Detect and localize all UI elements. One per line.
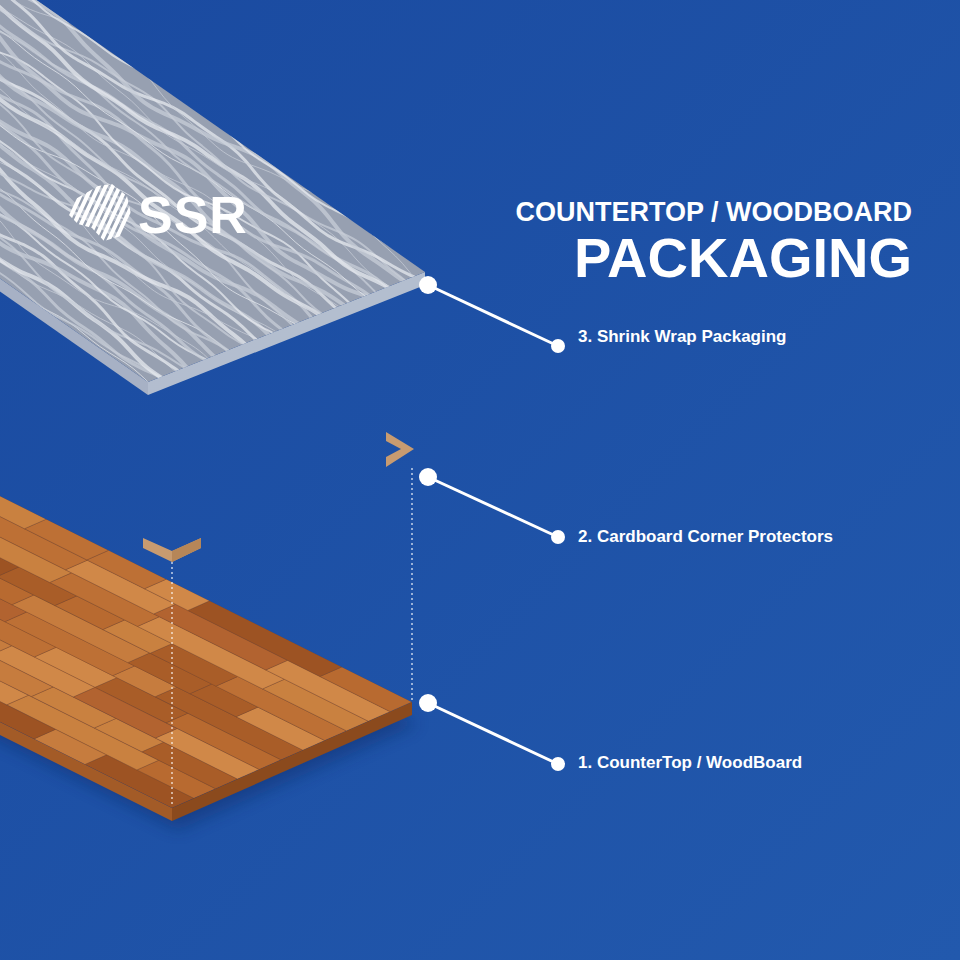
leader-lines: [419, 276, 565, 771]
title: PACKAGING: [574, 226, 912, 290]
wood-board: [0, 302, 418, 830]
subtitle: COUNTERTOP / WOODBOARD: [515, 197, 912, 228]
corner-protectors: [143, 432, 414, 806]
shrink-wrapped-board: [0, 0, 442, 396]
callout-label: 3. Shrink Wrap Packaging: [578, 327, 786, 347]
callout-label: 1. CounterTop / WoodBoard: [578, 753, 802, 773]
logo-text: SSR: [138, 186, 248, 246]
callout-label: 2. Cardboard Corner Protectors: [578, 527, 833, 547]
